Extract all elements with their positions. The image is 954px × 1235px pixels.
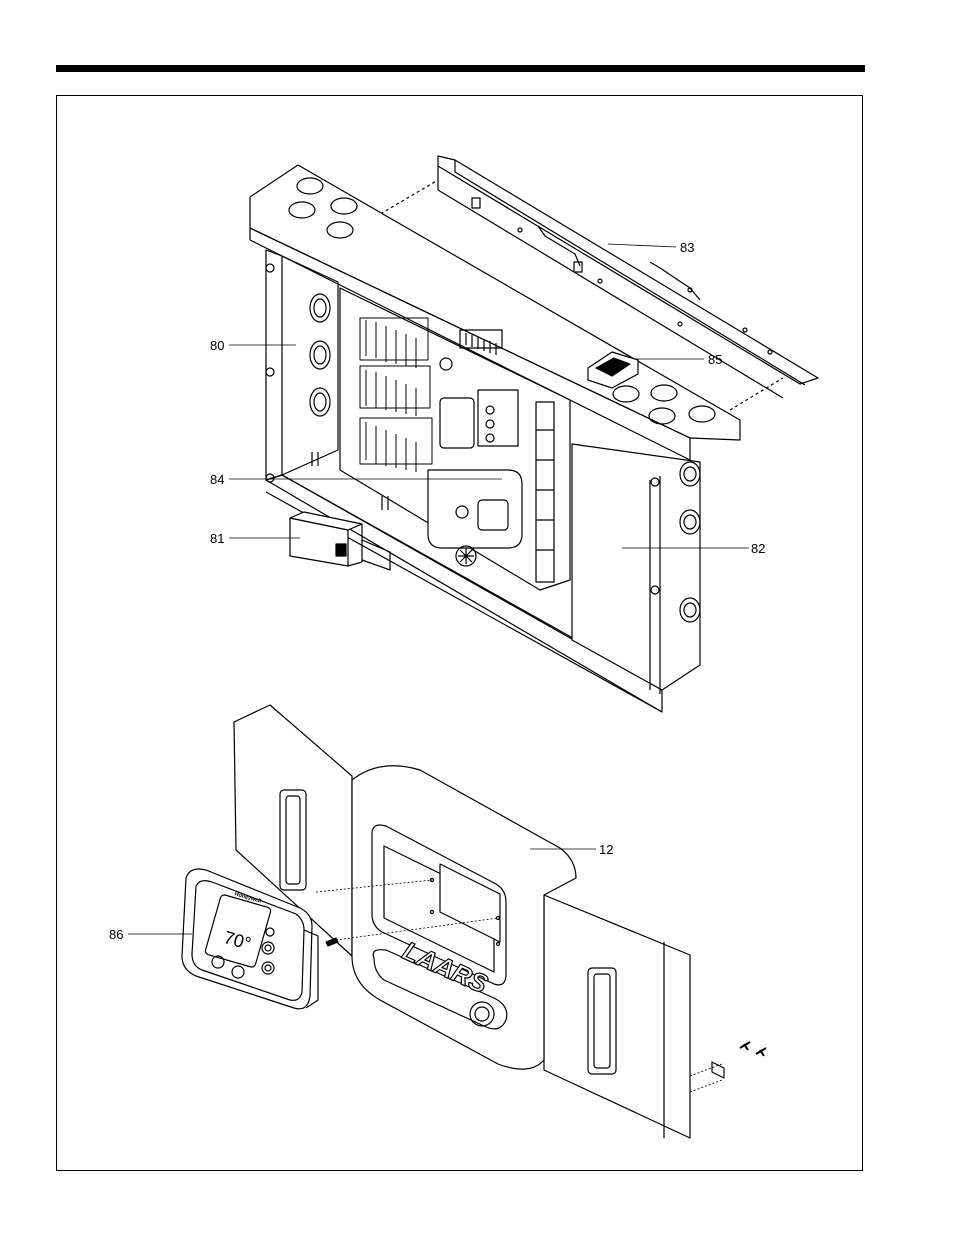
callout-86: 86 bbox=[109, 928, 123, 941]
transformer-part-81 bbox=[290, 512, 390, 570]
callout-85: 85 bbox=[708, 353, 722, 366]
callout-12: 12 bbox=[599, 843, 613, 856]
callout-81: 81 bbox=[210, 532, 224, 545]
callout-84: 84 bbox=[210, 473, 224, 486]
callout-82: 82 bbox=[751, 542, 765, 555]
callout-83: 83 bbox=[680, 241, 694, 254]
callout-80: 80 bbox=[210, 339, 224, 352]
